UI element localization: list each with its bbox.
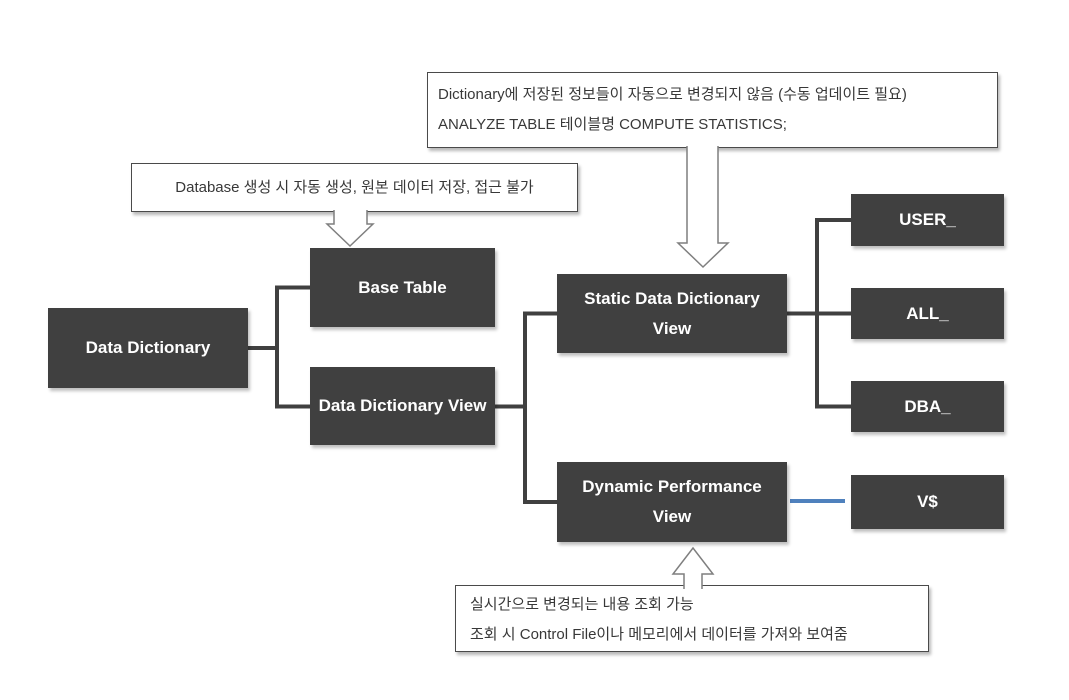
annotation-base-table-note: Database 생성 시 자동 생성, 원본 데이터 저장, 접근 불가 [131,163,578,212]
node-data-dictionary-view: Data Dictionary View [310,367,495,445]
node-base-table: Base Table [310,248,495,327]
annotation-text-line: Dictionary에 저장된 정보들이 자동으로 변경되지 않음 (수동 업데… [438,86,907,103]
node-all-prefix: ALL_ [851,288,1004,339]
down-arrow-icon [676,146,730,269]
node-dba-prefix: DBA_ [851,381,1004,432]
node-static-data-dictionary-view: Static Data Dictionary View [557,274,787,353]
node-v-dollar-prefix: V$ [851,475,1004,529]
node-data-dictionary: Data Dictionary [48,308,248,388]
down-arrow-icon [325,210,375,248]
connector-data-dictionary-branch [248,285,310,409]
annotation-dynamic-view-note: 실시간으로 변경되는 내용 조회 가능 조회 시 Control File이나 … [455,585,929,652]
connector-static-view-branch [786,218,851,409]
annotation-text-line: ANALYZE TABLE 테이블명 COMPUTE STATISTICS; [438,116,787,133]
annotation-text-line: Database 생성 시 자동 생성, 원본 데이터 저장, 접근 불가 [175,178,534,196]
annotation-text-line: 실시간으로 변경되는 내용 조회 가능 [470,596,694,613]
connector-dd-view-branch [495,311,557,504]
annotation-text-line: 조회 시 Control File이나 메모리에서 데이터를 가져와 보여줌 [470,626,848,643]
annotation-static-view-note: Dictionary에 저장된 정보들이 자동으로 변경되지 않음 (수동 업데… [427,72,998,148]
node-dynamic-performance-view: Dynamic Performance View [557,462,787,542]
node-user-prefix: USER_ [851,194,1004,246]
up-arrow-icon [671,546,715,589]
